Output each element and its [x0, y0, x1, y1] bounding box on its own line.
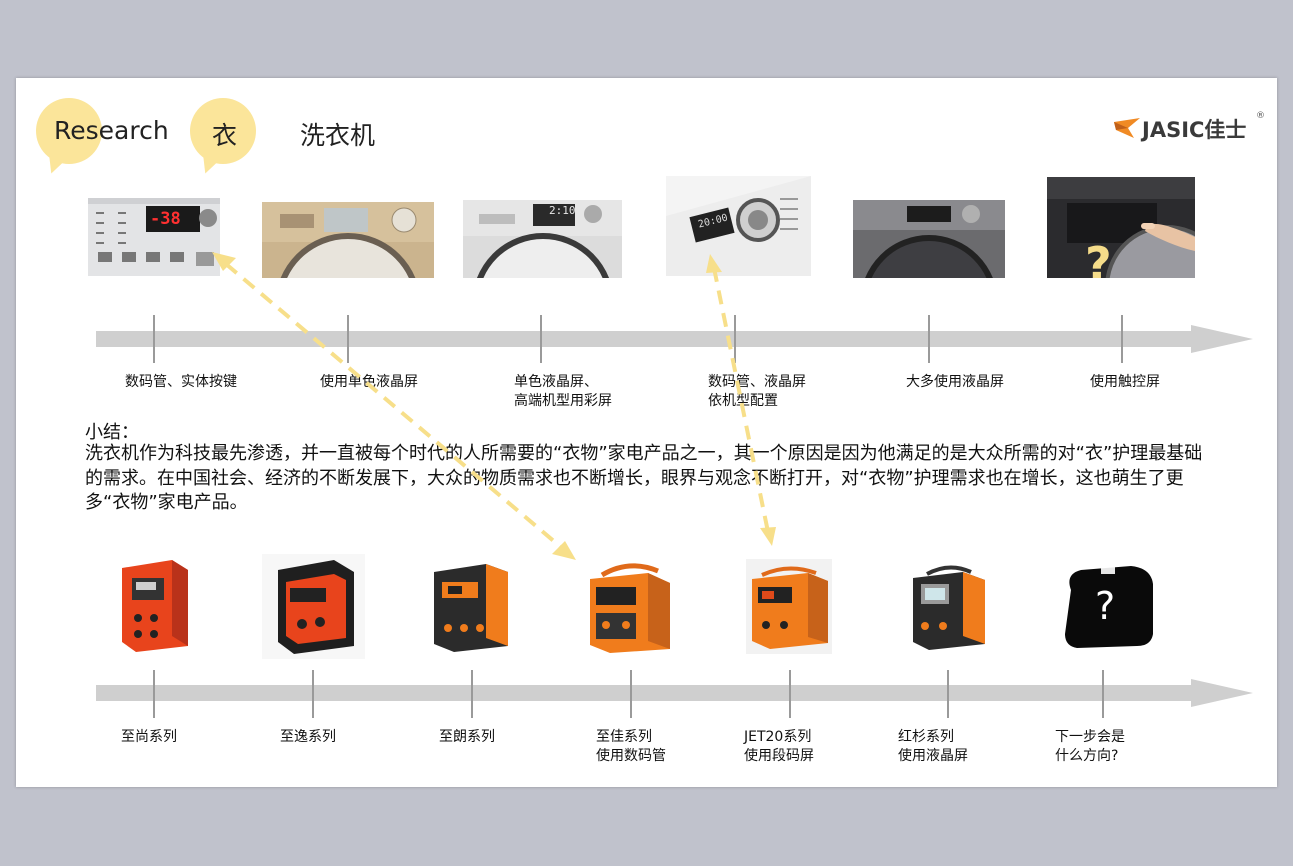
washer-photo-knob-panel: 20:00	[666, 176, 811, 276]
welder-photo-jet20	[746, 559, 832, 654]
bottom-label-7: 下一步会是什么方向?	[1055, 729, 1125, 764]
bottom-tick	[471, 670, 473, 718]
category-bubble	[190, 98, 256, 164]
connector-arrow-1	[224, 262, 564, 550]
research-bubble	[36, 98, 102, 164]
bottom-label-6: 红杉系列使用液晶屏	[898, 729, 968, 764]
bottom-label-5: JET20系列使用段码屏	[744, 729, 814, 764]
washer-photo-touch: ?	[1047, 177, 1195, 278]
touch-question-mark: ?	[1085, 237, 1112, 278]
summary-body: 洗衣机作为科技最先渗透，并一直被每个时代的人所需要的“衣物”家电产品之一，其一个…	[85, 443, 1203, 513]
bottom-tick	[630, 670, 632, 718]
category-title: 衣	[212, 121, 238, 150]
top-timeline-arrowhead	[1191, 325, 1253, 353]
bottom-tick	[947, 670, 949, 718]
washer-photo-color-lcd: 2:10	[463, 200, 622, 278]
welder-photo-next: ?	[1059, 564, 1157, 648]
bottom-label-3: 至朗系列	[439, 729, 495, 745]
research-title: Research	[54, 116, 169, 145]
top-label-1: 数码管、实体按键	[125, 374, 237, 390]
jasic-brand-text: JASIC佳士	[1142, 118, 1247, 142]
arrowhead-1-bottom	[552, 541, 576, 560]
top-label-3: 单色液晶屏、高端机型用彩屏	[514, 374, 612, 409]
bottom-label-2: 至逸系列	[280, 729, 336, 745]
connector-arrow-2	[712, 267, 770, 533]
welder-photo-zhijia	[582, 557, 676, 657]
bottom-tick	[312, 670, 314, 718]
top-tick	[734, 315, 736, 363]
top-timeline-bar	[96, 331, 1196, 347]
top-label-6: 使用触控屏	[1090, 374, 1160, 390]
summary-title: 小结：	[85, 422, 139, 443]
bottom-timeline-bar	[96, 685, 1196, 701]
bottom-tick	[153, 670, 155, 718]
jasic-logo-mark-icon	[1114, 118, 1140, 138]
top-tick	[1121, 315, 1123, 363]
bottom-tick	[789, 670, 791, 718]
welder-photo-zhishang	[114, 556, 192, 654]
subject-title: 洗衣机	[300, 121, 376, 150]
registered-mark: ®	[1256, 111, 1265, 121]
panel1-display: -38	[150, 209, 181, 229]
arrowhead-2-bottom	[760, 527, 776, 546]
welder-photo-zhilang	[430, 558, 512, 654]
bottom-label-4: 至佳系列使用数码管	[596, 729, 666, 764]
washer-photo-lcd-dark	[853, 200, 1005, 278]
washer-photo-digital-tube: -38	[88, 198, 220, 276]
top-tick	[347, 315, 349, 363]
top-tick	[153, 315, 155, 363]
top-tick	[928, 315, 930, 363]
top-tick	[540, 315, 542, 363]
welder-photo-hongshan	[907, 560, 989, 654]
next-question-mark: ?	[1095, 584, 1116, 628]
top-label-5: 大多使用液晶屏	[906, 374, 1004, 390]
arrowhead-2-top	[706, 254, 722, 273]
bottom-label-1: 至尚系列	[121, 729, 177, 745]
jasic-logo: JASIC佳士 ®	[1112, 111, 1265, 142]
connector-arrows	[212, 252, 776, 560]
welder-photo-zhiyi	[262, 554, 365, 659]
top-label-4: 数码管、液晶屏依机型配置	[708, 374, 806, 409]
top-label-2: 使用单色液晶屏	[320, 374, 418, 390]
bottom-timeline-arrowhead	[1191, 679, 1253, 707]
slide: Research 衣 洗衣机 JASIC佳士 ® -38	[16, 78, 1277, 787]
arrowhead-1-top	[212, 252, 236, 271]
bottom-tick	[1102, 670, 1104, 718]
panel3-display: 2:10	[549, 204, 576, 217]
washer-photo-mono-lcd	[262, 202, 434, 278]
